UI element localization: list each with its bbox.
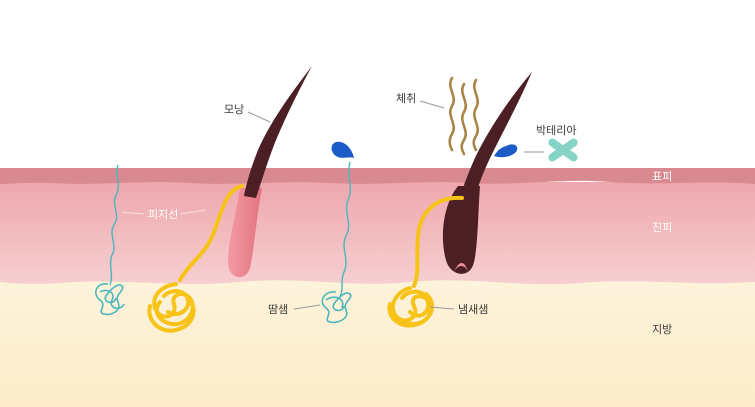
label-dermis: 진피 bbox=[652, 221, 672, 234]
label-fat: 지방 bbox=[652, 323, 672, 336]
label-body-odor: 체취 bbox=[396, 92, 416, 105]
label-sebaceous-gland: 피지선 bbox=[148, 208, 178, 221]
label-epidermis: 표피 bbox=[652, 170, 672, 183]
sweat-drop-right bbox=[494, 144, 518, 158]
leader-body-odor bbox=[419, 100, 445, 109]
label-bacteria: 박테리아 bbox=[536, 124, 576, 137]
sweat-drop-middle bbox=[331, 141, 354, 158]
label-apocrine-gland: 냄새샘 bbox=[458, 303, 488, 316]
fat-layer bbox=[0, 270, 755, 407]
hair-follicle-1 bbox=[228, 188, 262, 278]
epidermis-layer bbox=[0, 168, 755, 184]
odor-waves bbox=[448, 76, 479, 156]
hair-follicle-2 bbox=[442, 186, 480, 274]
hair-shaft-2 bbox=[462, 72, 532, 194]
sweat-gland-coil-middle bbox=[321, 291, 352, 324]
leader-sebaceous-left bbox=[121, 211, 145, 215]
sweat-duct-left bbox=[109, 164, 119, 286]
leader-hair-follicle bbox=[247, 111, 271, 123]
apocrine-gland-coil bbox=[387, 286, 435, 328]
leader-sebaceous-right bbox=[179, 209, 207, 215]
bacteria-icon bbox=[548, 138, 578, 162]
dermis-layer bbox=[0, 182, 755, 285]
sweat-duct-middle bbox=[339, 161, 351, 297]
label-hair-follicle: 모낭 bbox=[224, 103, 244, 116]
apocrine-duct bbox=[412, 195, 464, 288]
hair-shaft-1 bbox=[244, 66, 312, 198]
sweat-gland-coil-left bbox=[95, 283, 125, 316]
label-sweat-gland: 땀샘 bbox=[268, 303, 288, 316]
sebaceous-duct bbox=[178, 184, 244, 282]
leader-apocrine-gland bbox=[429, 306, 455, 310]
hair-bulb-notch bbox=[454, 262, 468, 272]
sebaceous-gland-coil bbox=[147, 282, 196, 333]
leader-sweat-gland bbox=[293, 304, 321, 310]
